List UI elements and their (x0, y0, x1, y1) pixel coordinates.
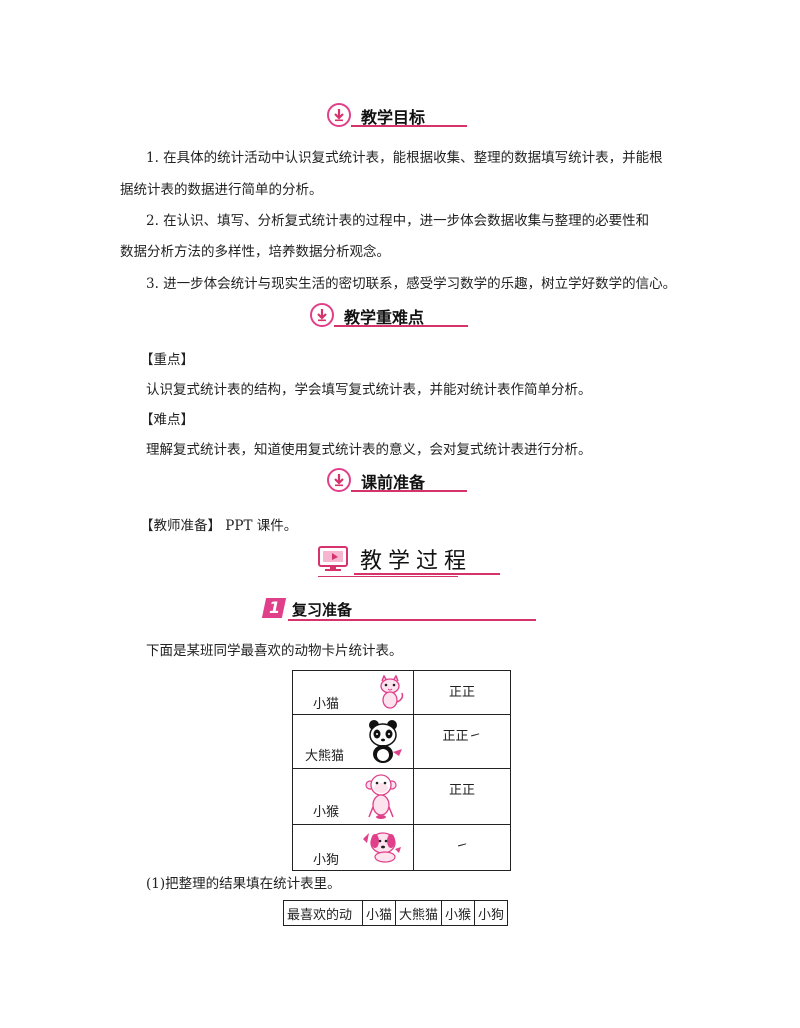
section-underline (334, 325, 468, 327)
cat-icon (375, 674, 405, 715)
section-header-goals: 教学目标 (327, 103, 467, 131)
animal-name: 大熊猫 (305, 749, 345, 764)
review-title: 复习准备 (292, 601, 353, 619)
tally-cell: ㇀ (413, 824, 511, 871)
tally-cell: 正正㇀ (413, 714, 511, 769)
animal-name: 小狗 (313, 853, 340, 868)
down-arrow-icon (327, 103, 351, 127)
section-underline (351, 125, 467, 127)
header-cell: 最喜欢的动 (283, 900, 363, 926)
process-underline-thin (318, 576, 458, 577)
header-cell: 小猴 (441, 900, 476, 926)
question-1: (1)把整理的结果填在统计表里。 (146, 876, 341, 892)
tally-cell: 正正 (413, 768, 511, 825)
down-arrow-icon (310, 303, 334, 327)
fill-in-table: 最喜欢的动 小猫 大熊猫 小猴 小狗 (283, 900, 509, 926)
process-title: 教学过程 (360, 549, 473, 574)
review-intro: 下面是某班同学最喜欢的动物卡片统计表。 (146, 643, 403, 659)
down-arrow-icon (327, 468, 351, 492)
table-row: 大熊猫 正正㇀ (292, 714, 511, 769)
review-header: 1 复习准备 (261, 598, 536, 622)
section-title: 课前准备 (361, 473, 426, 492)
table-row: 小猫 正正 (292, 670, 511, 715)
table-row: 最喜欢的动 小猫 大熊猫 小猴 小狗 (283, 900, 509, 926)
animal-tally-table: 小猫 正正 大熊猫 (292, 670, 511, 871)
teacher-prep: 【教师准备】 PPT 课件。 (140, 518, 298, 534)
review-underline (288, 619, 536, 621)
goal-3: 3. 进一步体会统计与现实生活的密切联系，感受学习数学的乐趣，树立学好数学的信心… (146, 276, 677, 292)
header-cell: 大熊猫 (395, 900, 443, 926)
review-number: 1 (269, 598, 281, 617)
monkey-icon (365, 773, 399, 825)
monitor-icon (318, 546, 348, 576)
goal-2-line-2: 数据分析方法的多样性，培养数据分析观念。 (120, 244, 390, 260)
panda-icon (365, 719, 405, 769)
table-row: 小猴 正正 (292, 768, 511, 825)
tally-cell: 正正 (413, 670, 511, 715)
section-header-prep: 课前准备 (327, 468, 467, 496)
header-cell: 小狗 (474, 900, 509, 926)
goal-1-line-1: 1. 在具体的统计活动中认识复式统计表，能根据收集、整理的数据填写统计表，并能根 (146, 150, 663, 166)
table-row: 小狗 ㇀ (292, 824, 511, 871)
difficulty-text: 理解复式统计表，知道使用复式统计表的意义，会对复式统计表进行分析。 (146, 442, 592, 458)
header-cell: 小猫 (361, 900, 397, 926)
key-label: 【重点】 (140, 352, 194, 368)
section-underline (351, 490, 467, 492)
section-title: 教学重难点 (344, 308, 425, 327)
section-title: 教学目标 (361, 108, 426, 127)
section-header-keypoints: 教学重难点 (310, 303, 470, 331)
process-underline (354, 573, 500, 575)
animal-name: 小猴 (313, 805, 340, 820)
animal-name: 小猫 (313, 697, 340, 712)
difficulty-label: 【难点】 (140, 412, 194, 428)
process-header: 教学过程 (318, 543, 503, 579)
goal-2-line-1: 2. 在认识、填写、分析复式统计表的过程中，进一步体会数据收集与整理的必要性和 (146, 213, 650, 229)
goal-1-line-2: 据统计表的数据进行简单的分析。 (120, 182, 323, 198)
key-text: 认识复式统计表的结构，学会填写复式统计表，并能对统计表作简单分析。 (146, 382, 592, 398)
dog-icon (361, 829, 403, 867)
